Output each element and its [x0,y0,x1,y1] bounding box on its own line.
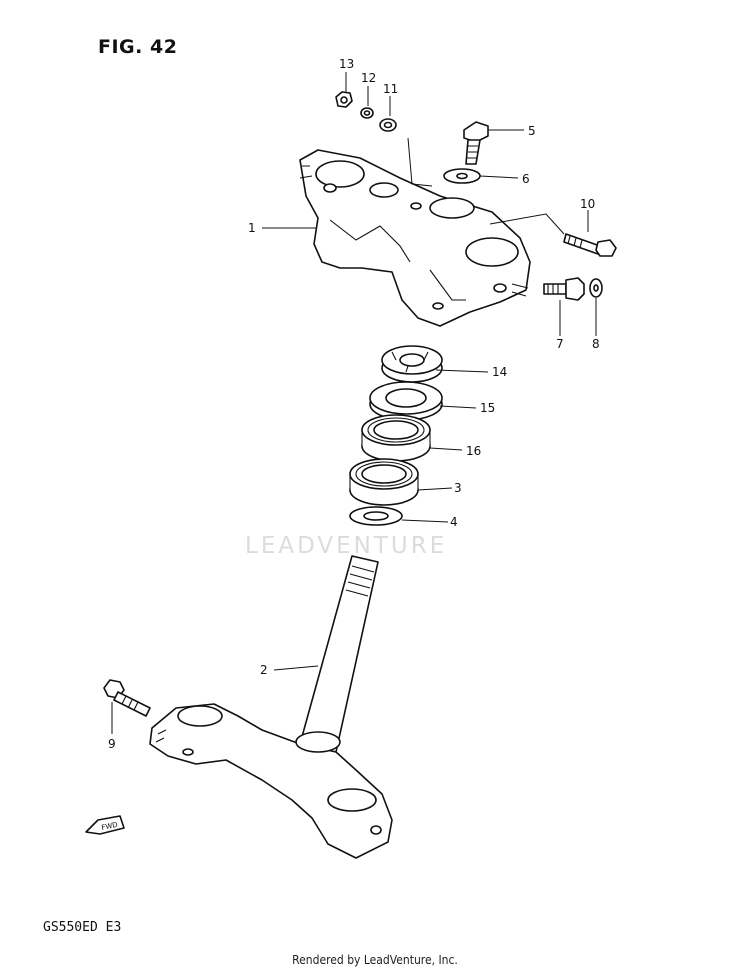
callout-8: 8 [592,337,600,351]
bolt-9[interactable] [103,679,151,717]
steering-stem[interactable] [299,555,379,753]
callout-16: 16 [466,444,481,458]
fwd-label: FWD [101,821,119,832]
washer-6[interactable] [443,168,481,184]
lower-bracket[interactable] [149,703,393,859]
bearing-16[interactable] [361,414,431,462]
callout-labels: 1 2 3 4 5 6 7 8 9 10 11 12 13 14 15 16 [108,57,600,751]
washer-12[interactable] [360,107,374,119]
model-code: GS550ED E3 [43,920,122,935]
bolt-10[interactable] [563,233,617,257]
footer-credit: Rendered by LeadVenture, Inc. [292,953,458,967]
leader-lines [111,72,597,734]
dust-seal-15[interactable] [369,381,443,421]
callout-2: 2 [260,663,268,677]
callout-3: 3 [454,481,462,495]
callout-11: 11 [383,82,398,96]
bolt-7[interactable] [543,277,585,301]
washer-4[interactable] [349,506,403,526]
stem-nut-14[interactable] [381,345,443,383]
callout-7: 7 [556,337,564,351]
bolt-5[interactable] [463,121,489,165]
washer-8[interactable] [589,278,603,298]
callout-6: 6 [522,172,530,186]
callout-9: 9 [108,737,116,751]
forward-arrow-icon: FWD [85,815,125,835]
callout-4: 4 [450,515,458,529]
nut-13[interactable] [335,91,353,108]
callout-13: 13 [339,57,354,71]
figure-title: FIG. 42 [98,36,178,58]
callout-12: 12 [361,71,376,85]
callout-5: 5 [528,124,536,138]
callout-15: 15 [480,401,495,415]
callout-14: 14 [492,365,507,379]
upper-bracket[interactable] [299,149,531,327]
washer-11[interactable] [379,118,397,132]
bearing-3[interactable] [349,458,419,506]
callout-1: 1 [248,221,256,235]
watermark: LEADVENTURE [245,533,448,559]
callout-10: 10 [580,197,595,211]
